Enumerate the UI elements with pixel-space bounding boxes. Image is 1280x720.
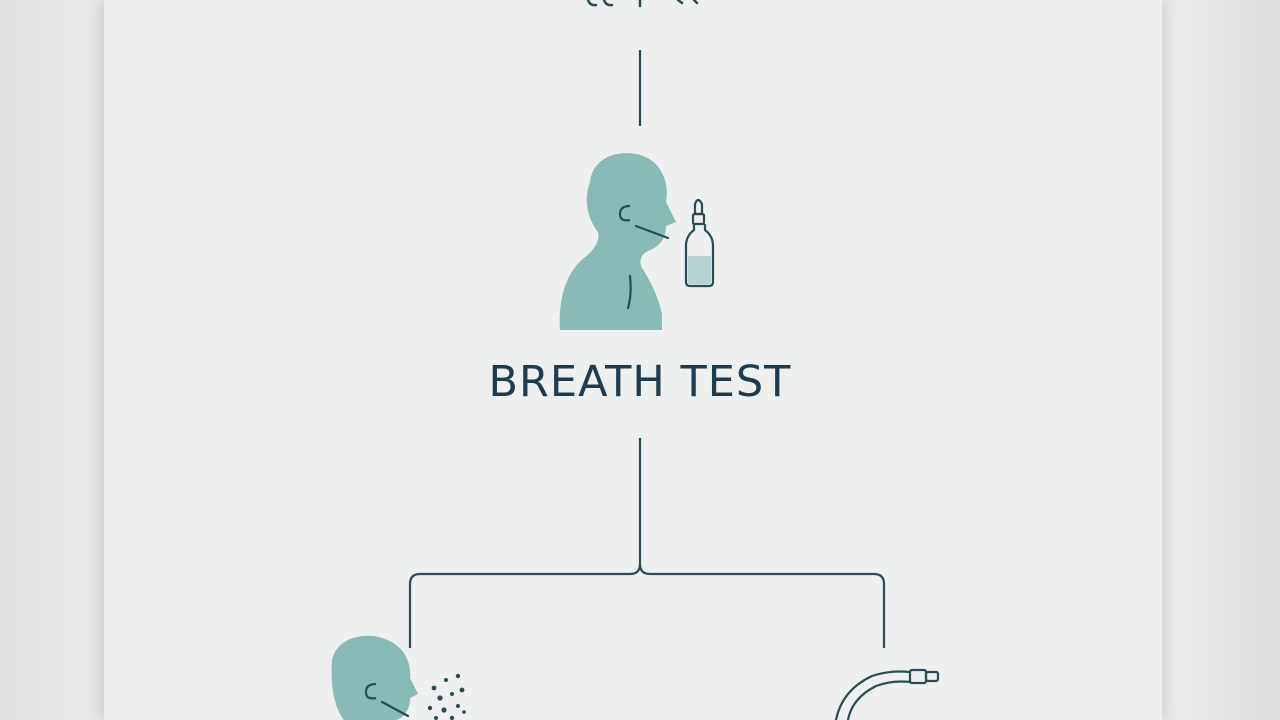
top-node-icon-fragment	[586, 0, 699, 8]
connector-split	[408, 438, 886, 648]
breath-tube-icon	[834, 668, 940, 720]
poster-panel	[104, 0, 1162, 720]
exhaling-person-silhouette	[331, 635, 418, 720]
exhaled-particles	[427, 673, 466, 720]
exhaling-mouth-line	[380, 700, 410, 718]
bottle-liquid	[688, 256, 711, 284]
neck-line	[626, 274, 632, 310]
person-breathing-bottle-icon	[559, 153, 715, 330]
bottle-icon	[684, 198, 715, 288]
person-exhaling-icon	[331, 635, 466, 720]
ear-line	[618, 204, 631, 222]
person-silhouette	[559, 153, 676, 330]
breath-test-label: BREATH TEST	[488, 357, 792, 407]
mouth-line	[634, 224, 670, 240]
exhaling-ear-line	[364, 682, 377, 700]
